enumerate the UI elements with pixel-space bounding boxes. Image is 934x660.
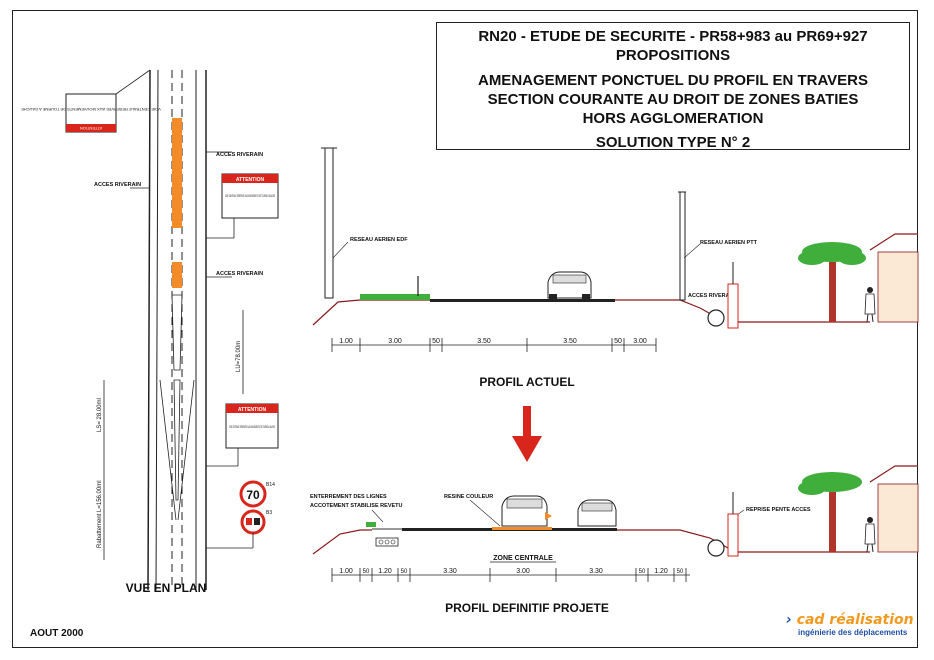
plan-view: ACCES RIVERAIN ACCES RIVERAIN ACCES RIVE… bbox=[21, 69, 279, 595]
title-line-6: SOLUTION TYPE N° 2 bbox=[595, 134, 751, 151]
plan-acces-riverain-1: ACCES RIVERAIN bbox=[216, 152, 263, 158]
plan-sign-top: VOIE CENTRALE RESERVEE AUX MOUVEMENTS DE… bbox=[21, 69, 161, 133]
profil-actuel-label: PROFIL ACTUEL bbox=[479, 375, 574, 389]
speed-limit-value: 70 bbox=[246, 488, 260, 502]
central-zone-1 bbox=[172, 118, 182, 228]
dim-actuel-2: 50 bbox=[432, 338, 440, 345]
brand-tagline: ingénierie des déplacements bbox=[798, 628, 908, 637]
profil-projete-label: PROFIL DEFINITIF PROJETE bbox=[445, 601, 609, 615]
pedestrian-icon bbox=[864, 287, 876, 323]
plan-acces-riverain-2: ACCES RIVERAIN bbox=[94, 182, 141, 188]
reseau-ptt-label: RESEAU AERIEN PTT bbox=[700, 240, 758, 246]
reseau-edf-label: RESEAU AERIEN EDF bbox=[350, 237, 408, 243]
drawing-frame bbox=[12, 10, 918, 648]
title-line-3: AMENAGEMENT PONCTUEL DU PROFIL EN TRAVER… bbox=[477, 72, 869, 89]
dim-actuel-6: 3.00 bbox=[633, 338, 647, 345]
resine-label: RESINE COULEUR bbox=[444, 494, 493, 500]
no-overtaking-sign: B3 bbox=[206, 509, 272, 549]
enterrement-label: ENTERREMENT DES LIGNES bbox=[310, 494, 387, 500]
dim-projete-3: 50 bbox=[401, 569, 408, 575]
dim-projete-6: 3.30 bbox=[589, 568, 603, 575]
dim-projete-5: 3.00 bbox=[516, 568, 530, 575]
dim-rab: Rabattement L=156.00ml bbox=[97, 480, 103, 548]
dim-actuel-4: 3.50 bbox=[563, 338, 577, 345]
brand-name: cad réalisation bbox=[796, 612, 914, 628]
dim-projete-0: 1.00 bbox=[339, 568, 353, 575]
speed-limit-sign: 70 B14 bbox=[239, 480, 275, 508]
transition-arrow-icon bbox=[512, 406, 542, 462]
pedestrian-icon bbox=[864, 517, 876, 553]
house-icon bbox=[869, 233, 919, 323]
title-block: RN20 - ETUDE DE SECURITE - PR58+983 au P… bbox=[436, 22, 910, 151]
brand-logo: › cad réalisation ingénierie des déplace… bbox=[786, 612, 914, 637]
dim-projete-4: 3.30 bbox=[443, 568, 457, 575]
plan-sign-1-header: ATTENTION bbox=[236, 177, 265, 183]
dim-actuel-0: 1.00 bbox=[339, 338, 353, 345]
plan-sign-top-text: VOIE CENTRALE RESERVEE AUX MOUVEMENTS DE… bbox=[21, 107, 161, 112]
acces-riverain-actuel: ACCES RIVERAIN bbox=[688, 293, 735, 299]
plan-sign-top-header: ATTENTION bbox=[80, 126, 102, 131]
plan-sign-1-text: VOIE CENTRALE RESERVEE AUX MOUVEMENTS DE… bbox=[225, 193, 275, 198]
plan-sign-2-text: VOIE CENTRALE RESERVEE AUX MOUVEMENTS DE… bbox=[229, 424, 275, 429]
car-icon bbox=[547, 271, 592, 299]
dim-projete-8: 1.20 bbox=[654, 568, 668, 575]
footer-date: AOUT 2000 bbox=[30, 628, 84, 639]
tree-icon bbox=[798, 472, 862, 552]
title-line-5: HORS AGGLOMERATION bbox=[582, 110, 764, 127]
brand-chevron-icon: › bbox=[786, 612, 792, 628]
plan-sign-2: ATTENTION VOIE CENTRALE RESERVEE AUX MOU… bbox=[206, 403, 279, 467]
dim-projete-7: 50 bbox=[639, 569, 646, 575]
plan-sign-1: ATTENTION VOIE CENTRALE RESERVEE AUX MOU… bbox=[206, 173, 279, 239]
plan-acces-riverain-3: ACCES RIVERAIN bbox=[216, 271, 263, 277]
central-zone-2 bbox=[172, 262, 182, 288]
plan-sign-2-header: ATTENTION bbox=[238, 407, 267, 413]
dim-actuel-1: 3.00 bbox=[388, 338, 402, 345]
speed-code: B14 bbox=[266, 482, 275, 488]
dim-ls: LS= 28.00ml bbox=[97, 398, 103, 432]
car-front-icon bbox=[501, 495, 552, 527]
title-line-2: PROPOSITIONS bbox=[615, 47, 731, 64]
plan-label: VUE EN PLAN bbox=[126, 581, 207, 595]
dim-projete-2: 1.20 bbox=[378, 568, 392, 575]
house-icon bbox=[869, 465, 919, 553]
dim-projete-9: 50 bbox=[677, 569, 684, 575]
car-oncoming-icon bbox=[577, 499, 617, 527]
reprise-label: REPRISE PENTE ACCES bbox=[746, 507, 811, 513]
profil-actuel: RESEAU AERIEN EDF RESEAU AERIEN PTT ACCE… bbox=[312, 147, 919, 389]
tree-icon bbox=[798, 242, 866, 322]
overtake-code: B3 bbox=[266, 510, 272, 516]
dim-projete-1: 50 bbox=[363, 569, 370, 575]
profil-projete: ENTERREMENT DES LIGNES ACCOTEMENT STABIL… bbox=[310, 465, 919, 615]
dim-actuel-3: 3.50 bbox=[477, 338, 491, 345]
title-line-1: RN20 - ETUDE DE SECURITE - PR58+983 au P… bbox=[478, 28, 868, 45]
zone-centrale-label: ZONE CENTRALE bbox=[493, 555, 553, 562]
dim-actuel-5: 50 bbox=[614, 338, 622, 345]
dim-lu: LU=78.00m bbox=[236, 341, 242, 372]
title-line-4: SECTION COURANTE AU DROIT DE ZONES BATIE… bbox=[487, 91, 859, 108]
accotement-label: ACCOTEMENT STABILISE REVETU bbox=[310, 503, 403, 509]
